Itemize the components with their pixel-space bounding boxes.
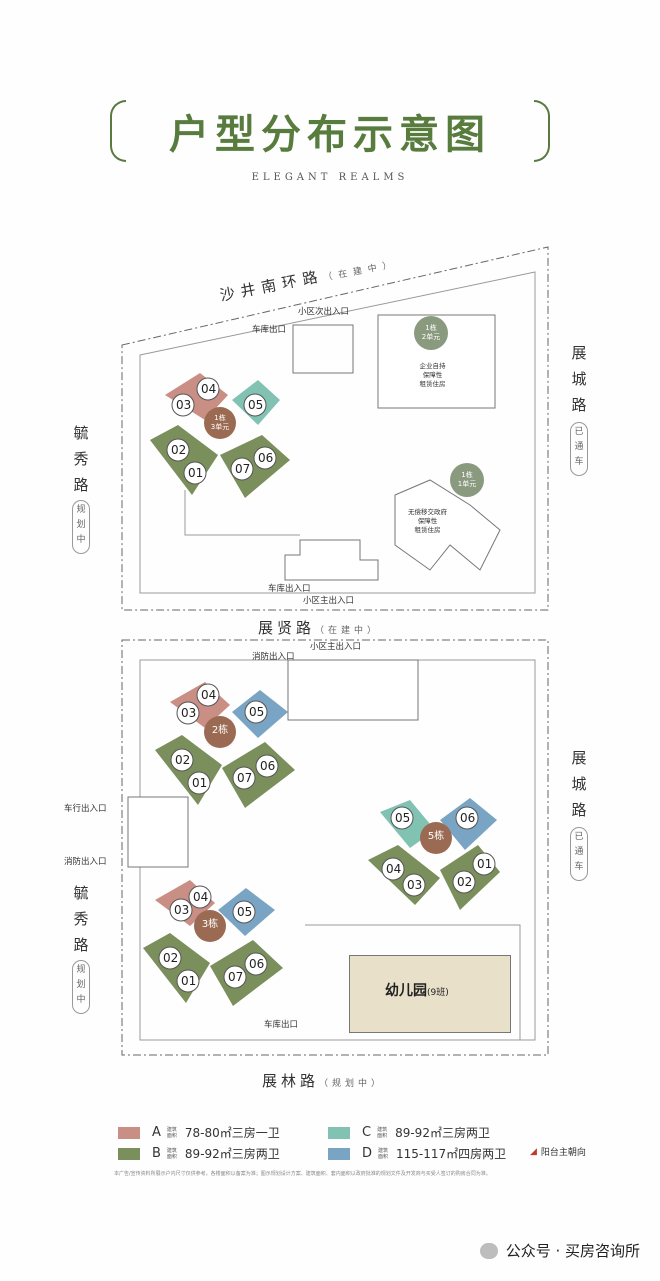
building-1-unit-1-description: 无偿移交政府保障性租赁住房 (408, 508, 447, 534)
legend-swatch-b (118, 1147, 140, 1160)
road-east-top: 展城路 (571, 344, 587, 414)
wechat-icon (479, 1242, 498, 1259)
north-gate-structure (284, 539, 379, 581)
gate-garage-bottom: 车库出口 (264, 1020, 299, 1030)
kindergarten-label: 幼儿园(9班) (385, 983, 449, 999)
kindergarten-building (349, 955, 511, 1033)
gate-fire-1: 消防出入口 (252, 652, 295, 662)
legend-swatch-a (118, 1126, 140, 1139)
road-west-top-note: 规划中 (72, 500, 90, 554)
building-1-unit-1-badge (450, 463, 484, 497)
page-subtitle: ELEGANT REALMS (251, 172, 409, 183)
road-east-top-note: 已通车 (570, 422, 588, 476)
south-clubhouse (287, 659, 419, 721)
road-west-bottom-note: 规划中 (72, 960, 90, 1014)
gate-garage-exit-top: 车库出口 (252, 325, 287, 335)
disclaimer-text: 本广告/宣传资料所展示户内尺寸仅供参考，各楼面积以备案为准；图示规划设计方案、建… (114, 1171, 491, 1177)
building-1-unit-2-outline (377, 314, 496, 409)
north-clubhouse (292, 324, 354, 374)
north-parcel-inner-line (139, 271, 536, 594)
building-5 (368, 798, 500, 910)
footer-watermark: 公众号 · 买房咨询所 (479, 1240, 640, 1261)
building-1-unit-2-description: 企业自持保障性租赁住房 (419, 362, 446, 388)
gate-fire-2: 消防出入口 (64, 857, 107, 867)
gate-main-top: 小区主出入口 (303, 596, 355, 606)
balcony-arrow-icon: ◢ (530, 1146, 537, 1157)
road-south: 展林路（规划中） (262, 1072, 385, 1090)
gate-vehicle: 车行出入口 (64, 804, 107, 814)
road-west-top: 毓秀路 (73, 424, 89, 494)
road-east-bottom-note: 已通车 (570, 827, 588, 881)
north-parcel-dashed-boundary (121, 246, 549, 611)
building-1-unit-2-badge (414, 316, 448, 350)
building-2-badge-label: 2栋 (211, 725, 229, 736)
gate-main-bottom: 小区主出入口 (310, 642, 362, 652)
building-1-unit-1-outline (394, 479, 501, 571)
south-west-pavilion (127, 796, 189, 868)
gate-garage-top: 车库出入口 (268, 584, 311, 594)
building-3 (143, 880, 283, 1006)
building-5-badge-label: 5栋 (427, 831, 445, 842)
gate-north-secondary: 小区次出入口 (298, 307, 350, 317)
title-block: 户型分布示意图 (110, 100, 550, 162)
south-path-line (305, 924, 521, 1040)
legend-swatch-d (328, 1147, 350, 1160)
legend-swatch-c (328, 1126, 350, 1139)
legend-balcony: ◢ 阳台主朝向 (530, 1146, 586, 1159)
road-middle: 展贤路（在建中） (258, 619, 381, 637)
building-1-unit-3 (150, 373, 290, 498)
south-parcel-dashed-boundary (121, 639, 549, 1056)
road-east-bottom: 展城路 (571, 749, 587, 819)
building-3-badge-label: 3栋 (201, 919, 219, 930)
road-west-bottom: 毓秀路 (73, 884, 89, 954)
page-title: 户型分布示意图 (169, 112, 491, 158)
building-2 (155, 682, 295, 808)
north-path-line (184, 490, 300, 536)
